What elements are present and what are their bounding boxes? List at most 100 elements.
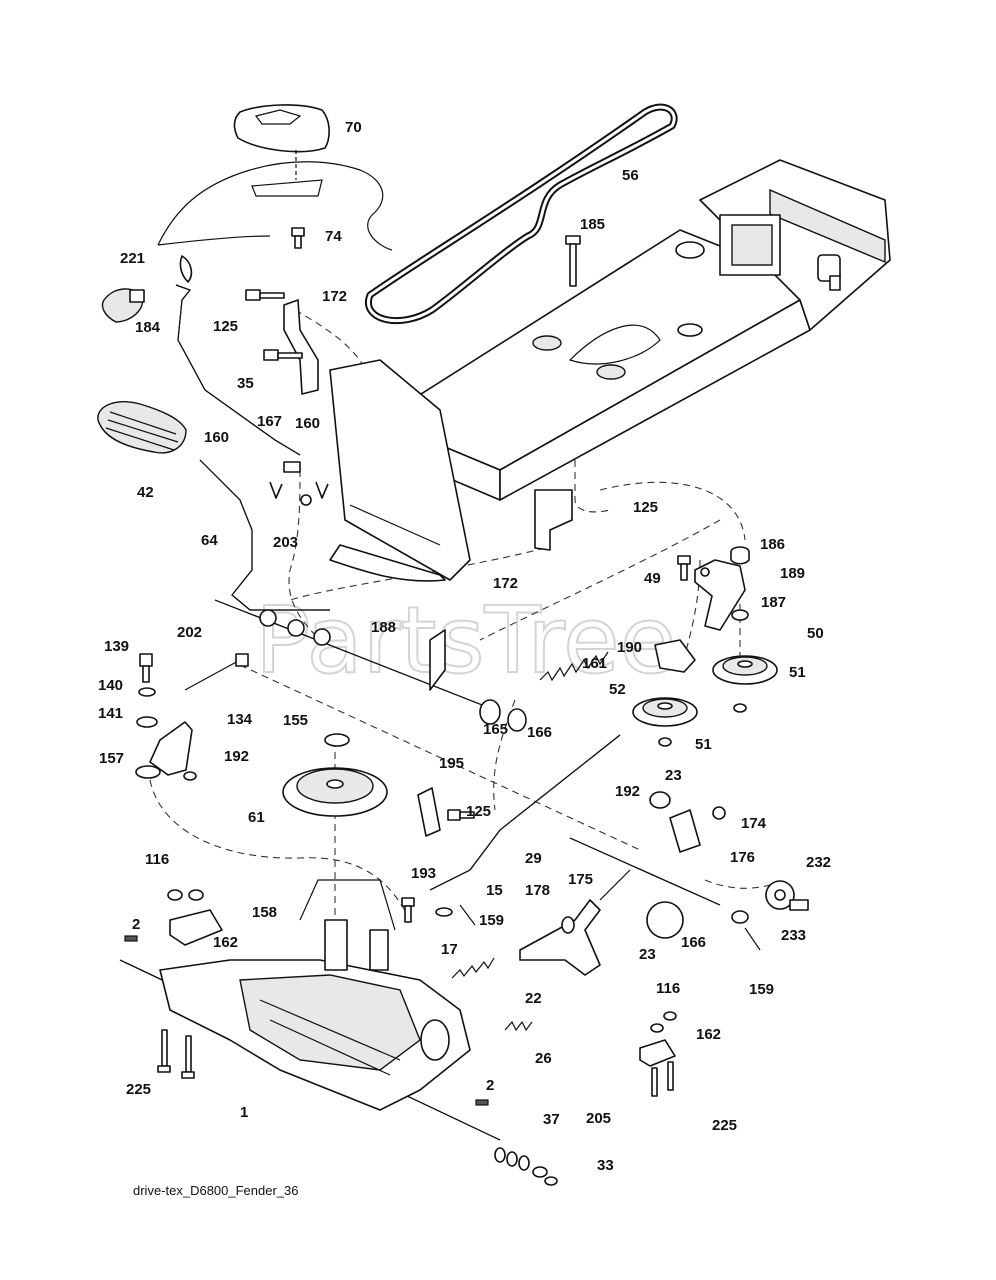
callout-195: 195: [439, 755, 464, 772]
callout-174: 174: [741, 815, 767, 832]
callout-162a: 162: [213, 934, 238, 951]
part-134-bracket: [149, 721, 193, 776]
callout-166a: 166: [527, 724, 552, 741]
callout-22: 22: [525, 990, 542, 1007]
callout-51b: 51: [695, 736, 712, 753]
part-49-bolt: [677, 555, 691, 581]
callout-178: 178: [525, 882, 550, 899]
callout-116b: 116: [656, 980, 680, 997]
part-185-bolt: [565, 235, 581, 287]
part-116-nuts-right: [650, 1011, 677, 1033]
part-187-washer: [731, 609, 749, 621]
callout-139: 139: [104, 638, 129, 655]
callout-159b: 159: [749, 981, 774, 998]
callout-232: 232: [806, 854, 831, 871]
part-26-spring: [504, 1020, 533, 1032]
callout-158: 158: [252, 904, 277, 921]
callout-202: 202: [177, 624, 202, 641]
callout-166b: 166: [681, 934, 706, 951]
part-172-bracket-upper: [283, 299, 319, 395]
callout-221: 221: [120, 250, 145, 267]
callout-74: 74: [325, 228, 342, 245]
part-166-washer: [731, 910, 749, 924]
callout-193: 193: [411, 865, 436, 882]
callout-64: 64: [201, 532, 218, 549]
parts-37-205-33-washers: [494, 1147, 558, 1186]
callout-140: 140: [98, 677, 123, 694]
part-189-idler-bracket: [694, 559, 746, 631]
part-158-rod: [299, 879, 396, 931]
callout-190: 190: [617, 639, 642, 656]
part-56-drive-belt: [364, 103, 678, 325]
callout-49: 49: [644, 570, 661, 587]
callout-52: 52: [609, 681, 626, 698]
callout-165: 165: [483, 721, 508, 738]
callout-185: 185: [580, 216, 605, 233]
callout-26: 26: [535, 1050, 552, 1067]
callout-51a: 51: [789, 664, 806, 681]
callout-37: 37: [543, 1111, 560, 1128]
callout-225b: 225: [712, 1117, 737, 1134]
callout-192a: 192: [224, 748, 249, 765]
part-42-pedal-pad: [97, 401, 187, 454]
part-22-pedal-arm: [519, 869, 631, 976]
callout-162b: 162: [696, 1026, 721, 1043]
callout-160a: 160: [295, 415, 320, 432]
part-195-bracket: [417, 787, 441, 837]
part-52-pulley: [632, 697, 698, 727]
callout-184: 184: [135, 319, 161, 336]
part-193-bolt: [401, 897, 415, 923]
callout-172a: 172: [322, 288, 347, 305]
part-35-rod: [175, 284, 301, 456]
part-70-seat-plate: [233, 104, 330, 180]
part-159-pin: [459, 904, 761, 951]
callout-50: 50: [807, 625, 824, 642]
callout-2b: 2: [486, 1077, 494, 1094]
part-188-shaft: [214, 599, 527, 732]
part-155-ring: [324, 733, 350, 747]
part-2-key: [124, 935, 489, 1106]
callout-70: 70: [345, 119, 362, 136]
callout-35: 35: [237, 375, 254, 392]
part-225-bolts-left: [157, 1029, 195, 1079]
part-190-bracket: [654, 639, 696, 673]
callout-2a: 2: [132, 916, 140, 933]
callout-125b: 125: [633, 499, 658, 516]
callout-157: 157: [99, 750, 124, 767]
part-74-screw: [291, 227, 305, 249]
callout-134: 134: [227, 711, 253, 728]
callout-161: 161: [582, 655, 607, 672]
part-139-bolt: [139, 653, 153, 683]
callout-186: 186: [760, 536, 785, 553]
part-141-washer: [136, 716, 158, 728]
part-23-bushing: [646, 791, 684, 939]
part-192-nut: [183, 771, 197, 781]
callout-205: 205: [586, 1110, 611, 1127]
part-140-washer: [138, 687, 156, 697]
callout-23b: 23: [639, 946, 656, 963]
part-51-nuts: [658, 703, 747, 747]
callout-225a: 225: [126, 1081, 151, 1098]
callout-29: 29: [525, 850, 542, 867]
callout-61: 61: [248, 809, 265, 826]
part-178-spring: [561, 916, 575, 934]
callout-42: 42: [137, 484, 154, 501]
callout-172b: 172: [493, 575, 518, 592]
callout-116a: 116: [145, 851, 169, 868]
callout-155: 155: [283, 712, 308, 729]
callout-141: 141: [98, 705, 123, 722]
callout-167: 167: [257, 413, 282, 430]
callout-125c: 125: [466, 803, 491, 820]
diagram-caption: drive-tex_D6800_Fender_36: [133, 1183, 299, 1198]
part-161-spring: [539, 651, 609, 682]
part-232-bolt: [789, 899, 809, 911]
part-125-bolts-upper: [245, 289, 303, 361]
callout-175: 175: [568, 871, 593, 888]
part-15-washer: [435, 907, 453, 917]
callout-189: 189: [780, 565, 805, 582]
part-157-washer: [135, 765, 161, 779]
callout-33: 33: [597, 1157, 614, 1174]
callout-17: 17: [441, 941, 458, 958]
parts-160-167-203-pins: [269, 461, 329, 506]
